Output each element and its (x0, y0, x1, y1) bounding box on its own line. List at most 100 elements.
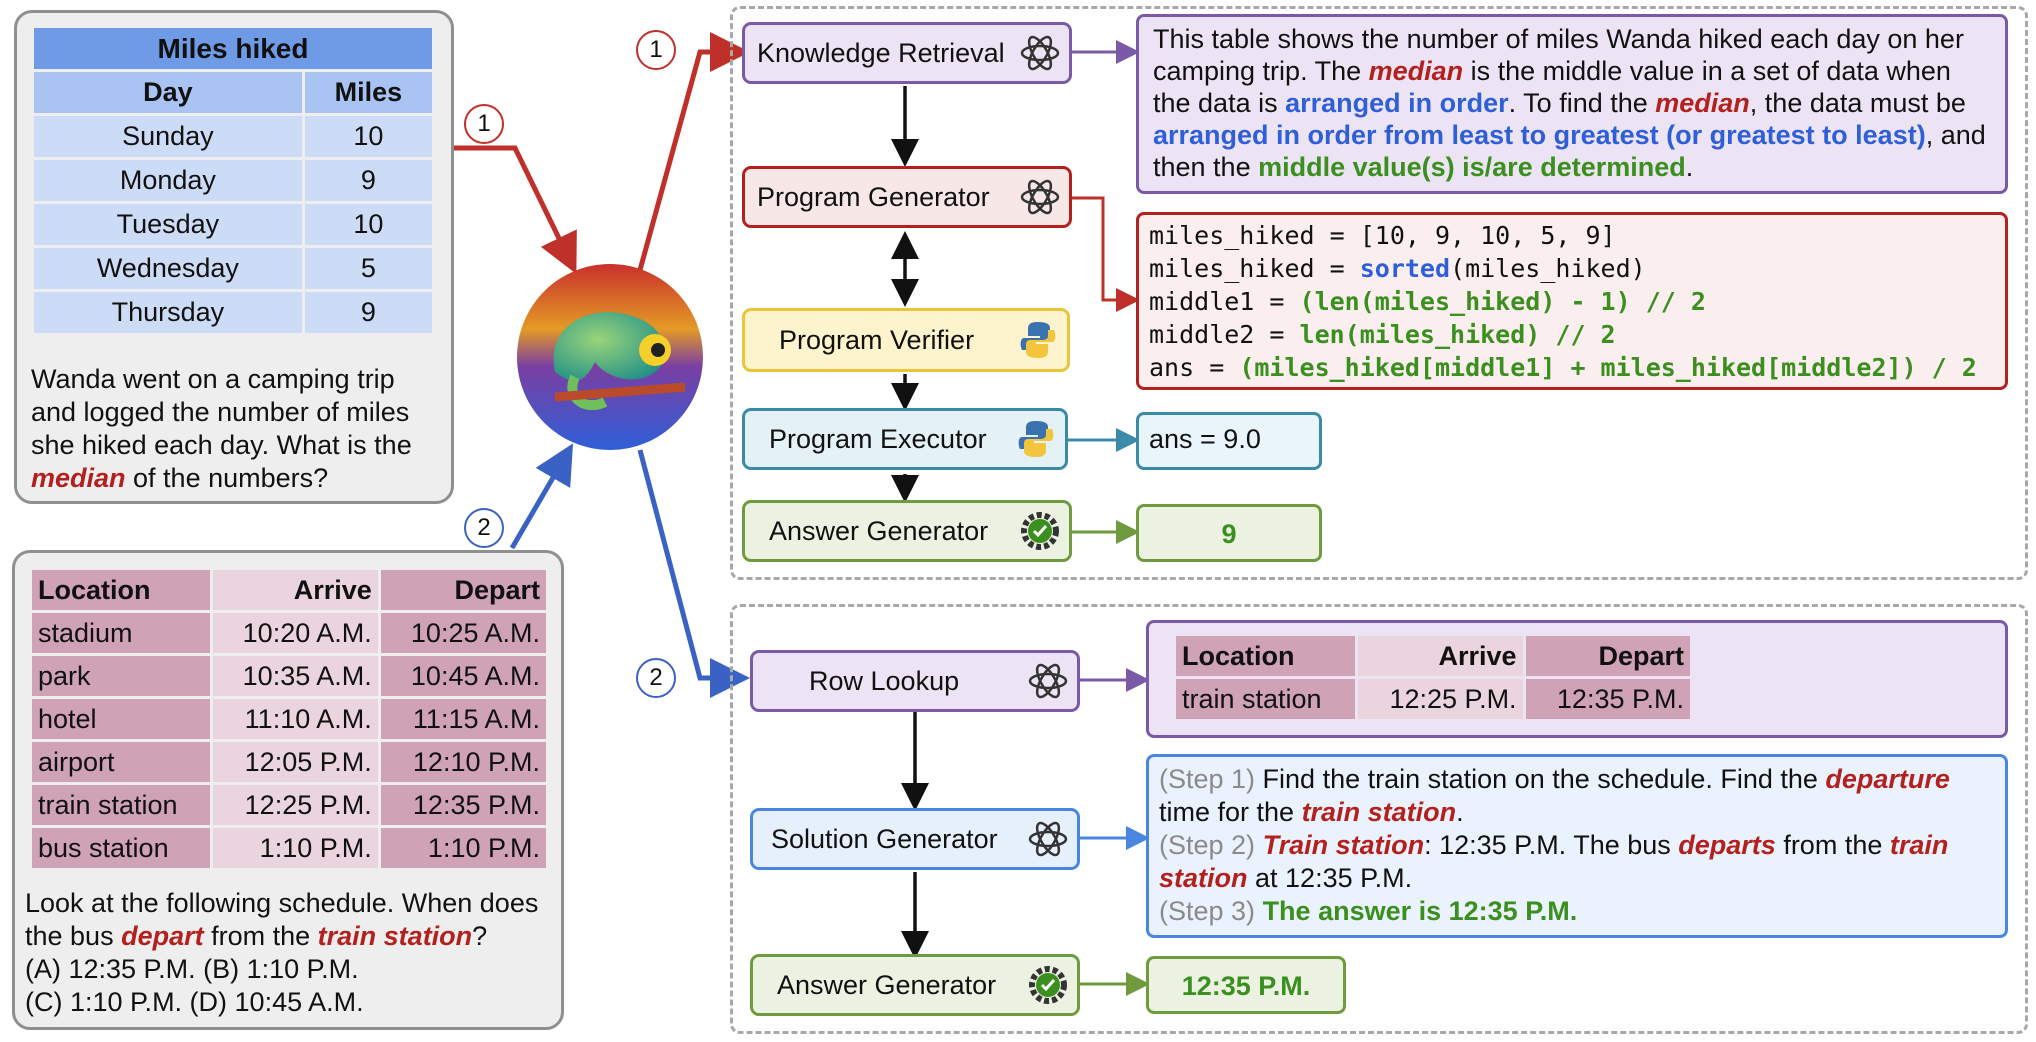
openai-icon (1025, 658, 1071, 704)
badge-2: 2 (636, 658, 676, 698)
cell: 5 (304, 248, 432, 289)
lookup-table: Location Arrive Depart train station 12:… (1173, 633, 1693, 722)
code-text: miles_hiked = (1149, 254, 1360, 283)
answer-output-2: 12:35 P.M. (1146, 956, 1346, 1014)
options-line: (C) 1:10 P.M. (D) 10:45 A.M. (25, 987, 364, 1017)
cell: 12:10 P.M. (380, 742, 546, 782)
code-expression: (miles_hiked[middle1] + miles_hiked[midd… (1239, 353, 1977, 382)
program-executor-module: Program Executor (742, 408, 1068, 470)
module-label: Row Lookup (809, 665, 960, 696)
question-line: of the numbers? (125, 463, 329, 493)
step-label: (Step 1) (1159, 764, 1256, 794)
code-text: ans = (1149, 353, 1240, 382)
gear-check-icon (1025, 962, 1071, 1008)
cell: airport (32, 742, 210, 782)
lookup-header: Depart (1525, 636, 1690, 676)
solution-answer: The answer is 12:35 P.M. (1262, 896, 1578, 926)
cell: stadium (32, 613, 210, 653)
answer-generator-module: Answer Generator (742, 500, 1072, 562)
lookup-header: Arrive (1358, 636, 1523, 676)
solution-emphasis: train station (1301, 797, 1457, 827)
module-label: Solution Generator (771, 823, 998, 854)
cell: 10 (304, 116, 432, 157)
row-lookup-output: Location Arrive Depart train station 12:… (1146, 620, 2008, 738)
cell: 12:25 P.M. (212, 785, 378, 825)
answer-generator-module: Answer Generator (750, 954, 1080, 1016)
cell: 11:15 A.M. (380, 699, 546, 739)
cell: hotel (32, 699, 210, 739)
code-line: miles_hiked = [10, 9, 10, 5, 9] (1149, 221, 1616, 250)
code-keyword: sorted (1359, 254, 1451, 283)
knowledge-text: This table shows the number of miles Wan… (1153, 24, 1964, 86)
step-label: (Step 3) (1159, 896, 1256, 926)
knowledge-text: , the data must be (1749, 88, 1966, 118)
openai-icon (1017, 174, 1063, 220)
cell: 9 (304, 160, 432, 201)
pipeline-1-container (730, 6, 2028, 580)
solution-emphasis: Train station (1262, 830, 1425, 860)
cell: Monday (34, 160, 302, 201)
cell: Sunday (34, 116, 302, 157)
cell: 9 (304, 292, 432, 333)
code-text: middle1 = (1149, 287, 1300, 316)
cell: 11:10 A.M. (212, 699, 378, 739)
knowledge-highlight: arranged in order from least to greatest… (1153, 120, 1926, 150)
cell: 10 (304, 204, 432, 245)
knowledge-text: . To find the (1508, 88, 1656, 118)
code-text: (miles_hiked) (1450, 254, 1646, 283)
execution-output: ans = 9.0 (1136, 412, 1322, 470)
solution-emphasis: departure (1825, 764, 1950, 794)
program-verifier-module: Program Verifier (742, 308, 1070, 372)
cell: 10:35 A.M. (212, 656, 378, 696)
gear-check-icon (1017, 508, 1063, 554)
question-line: Wanda went on a camping trip (31, 364, 395, 394)
cell: 12:35 P.M. (380, 785, 546, 825)
answer-output-1: 9 (1136, 504, 1322, 562)
cell: 10:25 A.M. (380, 613, 546, 653)
cell: park (32, 656, 210, 696)
openai-icon (1017, 30, 1063, 76)
question-emphasis: train station (317, 921, 473, 951)
row-lookup-module: Row Lookup (750, 650, 1080, 712)
module-label: Knowledge Retrieval (757, 37, 1005, 68)
python-icon (1013, 416, 1059, 462)
question-text: ? (472, 921, 488, 951)
knowledge-output: This table shows the number of miles Wan… (1136, 14, 2008, 194)
question-line: and logged the number of miles (31, 397, 410, 427)
question-1: Wanda went on a camping trip and logged … (31, 363, 412, 495)
code-expression: (len(miles_hiked) - 1) // 2 (1299, 287, 1706, 316)
cell: Wednesday (34, 248, 302, 289)
module-label: Answer Generator (777, 969, 997, 1000)
cell: Tuesday (34, 204, 302, 245)
miles-table-header: Day (34, 72, 302, 113)
code-expression: len(miles_hiked) // 2 (1299, 320, 1616, 349)
badge-1: 1 (464, 104, 504, 144)
code-output: miles_hiked = [10, 9, 10, 5, 9] miles_hi… (1136, 212, 2008, 390)
solution-text: from the (1775, 830, 1890, 860)
options-line: (A) 12:35 P.M. (B) 1:10 P.M. (25, 954, 359, 984)
question-emphasis: depart (121, 921, 204, 951)
solution-text: time for the (1159, 797, 1302, 827)
knowledge-emphasis: median (1655, 88, 1750, 118)
pipeline-2-container (730, 604, 2028, 1034)
table-row: train station 12:25 P.M. 12:35 P.M. (1176, 679, 1690, 719)
openai-icon (1025, 816, 1071, 862)
solution-generator-module: Solution Generator (750, 808, 1080, 870)
badge-1: 1 (636, 30, 676, 70)
module-label: Program Generator (757, 181, 990, 212)
question-text: the bus (25, 921, 122, 951)
cell: 1:10 P.M. (380, 828, 546, 868)
schedule-header: Depart (380, 570, 546, 610)
cell: 1:10 P.M. (212, 828, 378, 868)
question-2: Look at the following schedule. When doe… (25, 887, 538, 1019)
